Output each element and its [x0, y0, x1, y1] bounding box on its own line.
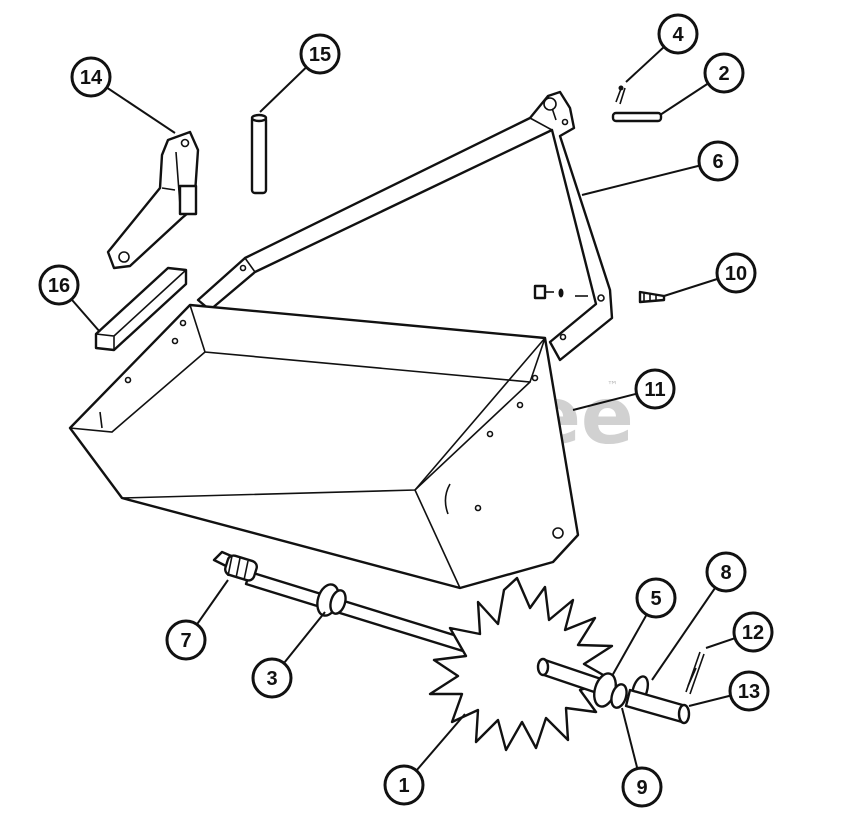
hopper-box — [68, 303, 580, 590]
callout-label-7: 7 — [180, 630, 191, 652]
callout-5[interactable]: 5 — [635, 577, 677, 619]
callout-label-12: 12 — [742, 622, 764, 644]
hairpin-clip — [615, 85, 626, 105]
callout-label-11: 11 — [644, 379, 665, 401]
hitch-bracket — [106, 130, 200, 270]
callout-11[interactable]: 11 — [634, 368, 676, 410]
callout-1[interactable]: 1 — [383, 764, 425, 806]
callout-label-8: 8 — [720, 562, 731, 584]
hub-assembly — [536, 651, 705, 725]
callout-label-16: 16 — [48, 275, 70, 297]
callout-label-9: 9 — [636, 777, 647, 799]
pin — [250, 113, 268, 195]
callout-label-3: 3 — [266, 668, 277, 690]
callout-label-2: 2 — [718, 63, 729, 85]
clevis-pin — [611, 111, 663, 123]
callout-label-14: 14 — [80, 67, 103, 89]
callout-label-1: 1 — [398, 775, 409, 797]
callout-label-5: 5 — [650, 588, 661, 610]
callout-13[interactable]: 13 — [728, 670, 770, 712]
callout-8[interactable]: 8 — [705, 551, 747, 593]
watermark-trademark: ™ — [607, 379, 618, 392]
spacer-bar — [94, 266, 188, 352]
callout-6[interactable]: 6 — [697, 140, 739, 182]
callout-label-4: 4 — [672, 24, 684, 46]
callout-label-15: 15 — [309, 44, 331, 66]
callout-7[interactable]: 7 — [165, 619, 207, 661]
callout-label-10: 10 — [725, 263, 747, 285]
callout-2[interactable]: 2 — [703, 52, 745, 94]
callout-9[interactable]: 9 — [621, 766, 663, 808]
callout-14[interactable]: 14 — [70, 56, 112, 98]
a-frame-bracket — [196, 90, 614, 362]
callout-15[interactable]: 15 — [299, 33, 341, 75]
star-gear — [428, 576, 614, 752]
callout-label-13: 13 — [738, 681, 760, 703]
callout-label-6: 6 — [712, 151, 723, 173]
callout-16[interactable]: 16 — [38, 264, 80, 306]
callout-4[interactable]: 4 — [657, 13, 699, 55]
callout-3[interactable]: 3 — [251, 657, 293, 699]
bolt-hardware — [533, 284, 666, 304]
callout-10[interactable]: 10 — [715, 252, 757, 294]
callout-12[interactable]: 12 — [732, 611, 774, 653]
